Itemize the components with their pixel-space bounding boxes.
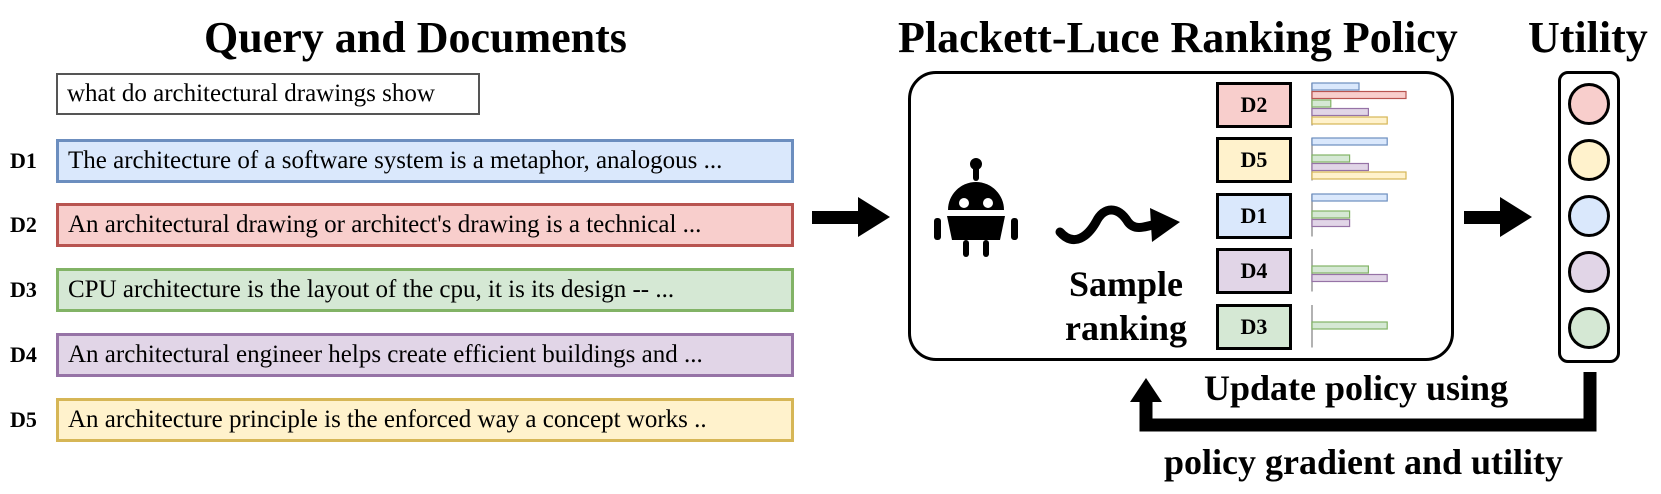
doc-label-d2: D2	[10, 212, 37, 237]
ranked-doc-5: D3	[1216, 304, 1292, 350]
probability-bar-blue	[1311, 82, 1360, 91]
probability-bar-yellow	[1311, 171, 1407, 180]
document-d4: An architectural engineer helps create e…	[56, 333, 794, 377]
title-query-and-documents: Query and Documents	[204, 13, 627, 62]
probability-bar-green	[1311, 154, 1351, 163]
document-d1: The architecture of a software system is…	[56, 139, 794, 183]
query-box: what do architectural drawings show	[56, 73, 480, 115]
ranked-doc-4: D4	[1216, 248, 1292, 294]
ranked-doc-1: D2	[1216, 82, 1292, 128]
query-text: what do architectural drawings show	[67, 80, 435, 107]
probability-bar-green	[1311, 99, 1332, 108]
probability-bar-green	[1311, 321, 1388, 330]
feedback-arrow-icon	[1130, 372, 1597, 432]
robot-icon	[934, 158, 1018, 257]
document-text: An architectural engineer helps create e…	[68, 341, 703, 368]
sample-label-line1: Sample	[1068, 264, 1183, 304]
probability-bar-purple	[1311, 162, 1370, 172]
utility-circle	[1568, 139, 1610, 181]
ranked-doc-2: D5	[1216, 137, 1292, 183]
update-label-line1: Update policy using	[1204, 368, 1509, 408]
sample-ranking-label: Sample ranking	[1048, 262, 1204, 350]
doc-label-d4: D4	[10, 342, 37, 367]
arrow-right-icon	[812, 197, 890, 237]
document-text: The architecture of a software system is…	[68, 147, 723, 174]
document-d3: CPU architecture is the layout of the cp…	[56, 268, 794, 312]
probability-bar-blue	[1311, 137, 1388, 146]
document-d5: An architecture principle is the enforce…	[56, 398, 794, 442]
squiggle-arrow-icon	[1055, 205, 1180, 245]
arrow-right-icon	[1464, 197, 1532, 237]
document-text: An architecture principle is the enforce…	[68, 406, 707, 433]
utility-circle	[1568, 251, 1610, 293]
doc-label-d3: D3	[10, 277, 37, 302]
utility-circle	[1568, 83, 1610, 125]
doc-label-d1: D1	[10, 148, 37, 173]
document-d2: An architectural drawing or architect's …	[56, 203, 794, 247]
utility-circle	[1568, 195, 1610, 237]
probability-bar-purple	[1311, 218, 1351, 228]
doc-label-d5: D5	[10, 407, 37, 432]
ranked-doc-3: D1	[1216, 193, 1292, 239]
title-utility: Utility	[1528, 13, 1648, 62]
probability-bar-blue	[1311, 193, 1388, 202]
probability-bar-purple	[1311, 273, 1388, 283]
probability-bar-green	[1311, 210, 1351, 219]
utility-circle	[1568, 307, 1610, 349]
probability-bars	[1311, 82, 1407, 348]
document-text: An architectural drawing or architect's …	[68, 211, 702, 238]
sample-label-line2: ranking	[1064, 308, 1188, 348]
probability-bar-green	[1311, 265, 1370, 274]
probability-bar-purple	[1311, 107, 1370, 117]
probability-bar-yellow	[1311, 116, 1388, 125]
utility-box	[1558, 71, 1620, 363]
probability-bar-red	[1311, 90, 1407, 100]
document-text: CPU architecture is the layout of the cp…	[68, 276, 675, 303]
policy-box	[908, 71, 1454, 361]
update-label-line2: policy gradient and utility	[1164, 442, 1564, 482]
title-ranking-policy: Plackett-Luce Ranking Policy	[898, 13, 1458, 62]
